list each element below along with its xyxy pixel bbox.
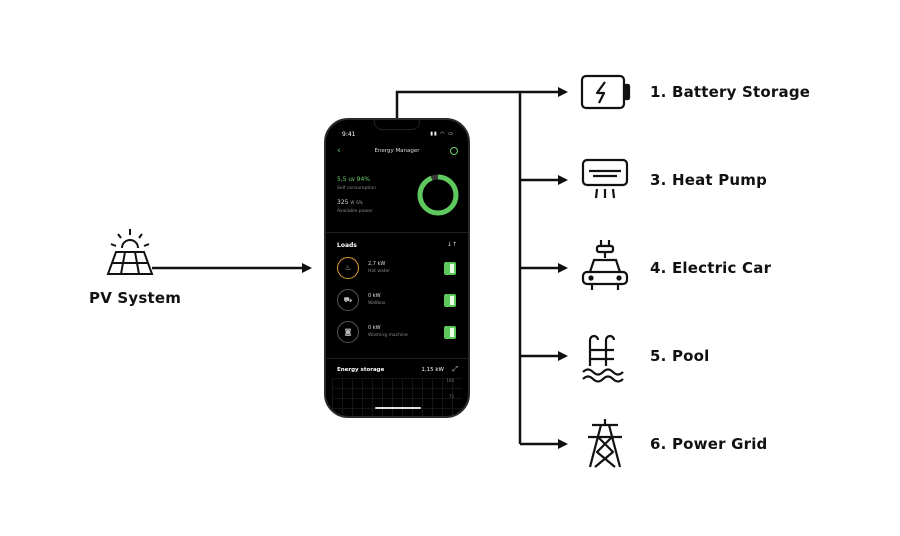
load-value: 0 kW (368, 293, 381, 299)
settings-icon[interactable] (450, 147, 458, 155)
solar-panel-icon (106, 229, 154, 275)
washing-machine-icon: ◙ (337, 321, 359, 343)
self-consumption-percent: 94% (356, 176, 371, 183)
available-power-percent: 6% (356, 200, 363, 205)
power-grid-label: 6. Power Grid (650, 435, 768, 453)
electric-car-label: 4. Electric Car (650, 259, 772, 277)
home-indicator (375, 407, 421, 409)
available-power-value: 325 W 6% (337, 199, 363, 206)
energy-storage-chart (332, 378, 462, 416)
battery-storage-label: 1. Battery Storage (650, 83, 811, 101)
chart-tick: 75 (448, 394, 454, 399)
expand-icon[interactable]: ⤢ (452, 365, 458, 373)
section-divider (326, 232, 468, 233)
status-time: 9:41 (342, 131, 356, 138)
phone-mockup: 9:41 ▮▮ ◠ ▭ ‹ Energy Manager 5,5 kW 94% … (324, 118, 470, 418)
pool-label: 5. Pool (650, 347, 710, 365)
load-toggle[interactable] (444, 326, 456, 339)
heat-pump-icon (581, 158, 629, 199)
available-power-number: 325 (337, 199, 349, 206)
chart-tick: 100 (446, 378, 454, 383)
power-grid-icon (588, 419, 622, 468)
status-icons: ▮▮ ◠ ▭ (430, 131, 454, 137)
section-divider (326, 358, 468, 359)
phone-notch (374, 120, 420, 130)
heat-pump-label: 3. Heat Pump (650, 171, 768, 189)
pool-icon (582, 334, 624, 383)
load-value: 2,7 kW (368, 261, 386, 267)
self-consumption-unit: kW (348, 177, 355, 182)
available-power-unit: W (350, 200, 355, 205)
sort-icon[interactable]: ↓↑ (446, 241, 457, 248)
load-value: 0 kW (368, 325, 381, 331)
load-name: Wallbox (368, 301, 386, 306)
car-icon: ⛟ (337, 289, 359, 311)
electric-car-icon (581, 240, 629, 290)
back-icon[interactable]: ‹ (337, 146, 341, 156)
self-consumption-label: Self consumption (337, 186, 377, 191)
energy-storage-title: Energy storage (337, 367, 385, 373)
self-consumption-value: 5,5 kW 94% (337, 176, 370, 183)
hot-water-icon: ♨ (337, 257, 359, 279)
loads-title: Loads (337, 242, 357, 249)
load-name: Washing machine (368, 333, 408, 338)
load-row-hot-water[interactable]: ♨ 2,7 kW Hot water (337, 257, 458, 283)
load-row-washing-machine[interactable]: ◙ 0 kW Washing machine (337, 321, 458, 347)
load-row-wallbox[interactable]: ⛟ 0 kW Wallbox (337, 289, 458, 315)
load-toggle[interactable] (444, 262, 456, 275)
pv-system-label: PV System (89, 289, 182, 307)
battery-icon (580, 74, 631, 110)
energy-storage-value: 1,15 kW (421, 367, 444, 373)
load-toggle[interactable] (444, 294, 456, 307)
app-title: Energy Manager (374, 148, 420, 154)
phone-to-trunk-connector (395, 90, 520, 118)
self-consumption-ring (417, 174, 459, 216)
load-name: Hot water (368, 269, 391, 274)
available-power-label: Available power (337, 209, 373, 214)
self-consumption-number: 5,5 (337, 176, 347, 183)
